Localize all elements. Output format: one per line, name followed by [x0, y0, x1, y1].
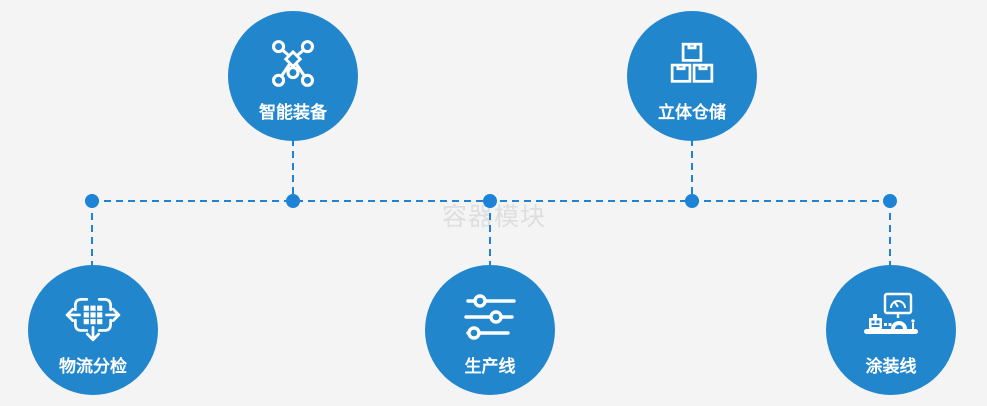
node-label: 立体仓储 [658, 103, 726, 122]
node-label: 物流分检 [59, 357, 127, 376]
node-intelligent-equipment: 智能装备 [228, 11, 358, 141]
watermark-text: 容器模块 [441, 203, 547, 231]
node-stereoscopic-warehouse: 立体仓储 [627, 11, 757, 141]
node-painting-line: 涂装线 [826, 265, 956, 395]
sorting-arrows-icon [64, 289, 122, 345]
node-label: 生产线 [464, 357, 516, 376]
node-logistics-sorting: 物流分检 [28, 265, 158, 395]
network-nodes-icon [264, 35, 322, 91]
stacked-boxes-icon [669, 35, 715, 91]
node-label: 涂装线 [865, 357, 917, 376]
node-production-line: 生产线 [425, 265, 555, 395]
node-label: 智能装备 [259, 103, 327, 122]
junction-dots [85, 194, 897, 208]
sliders-icon [462, 289, 518, 345]
machine-monitor-icon [860, 289, 922, 345]
